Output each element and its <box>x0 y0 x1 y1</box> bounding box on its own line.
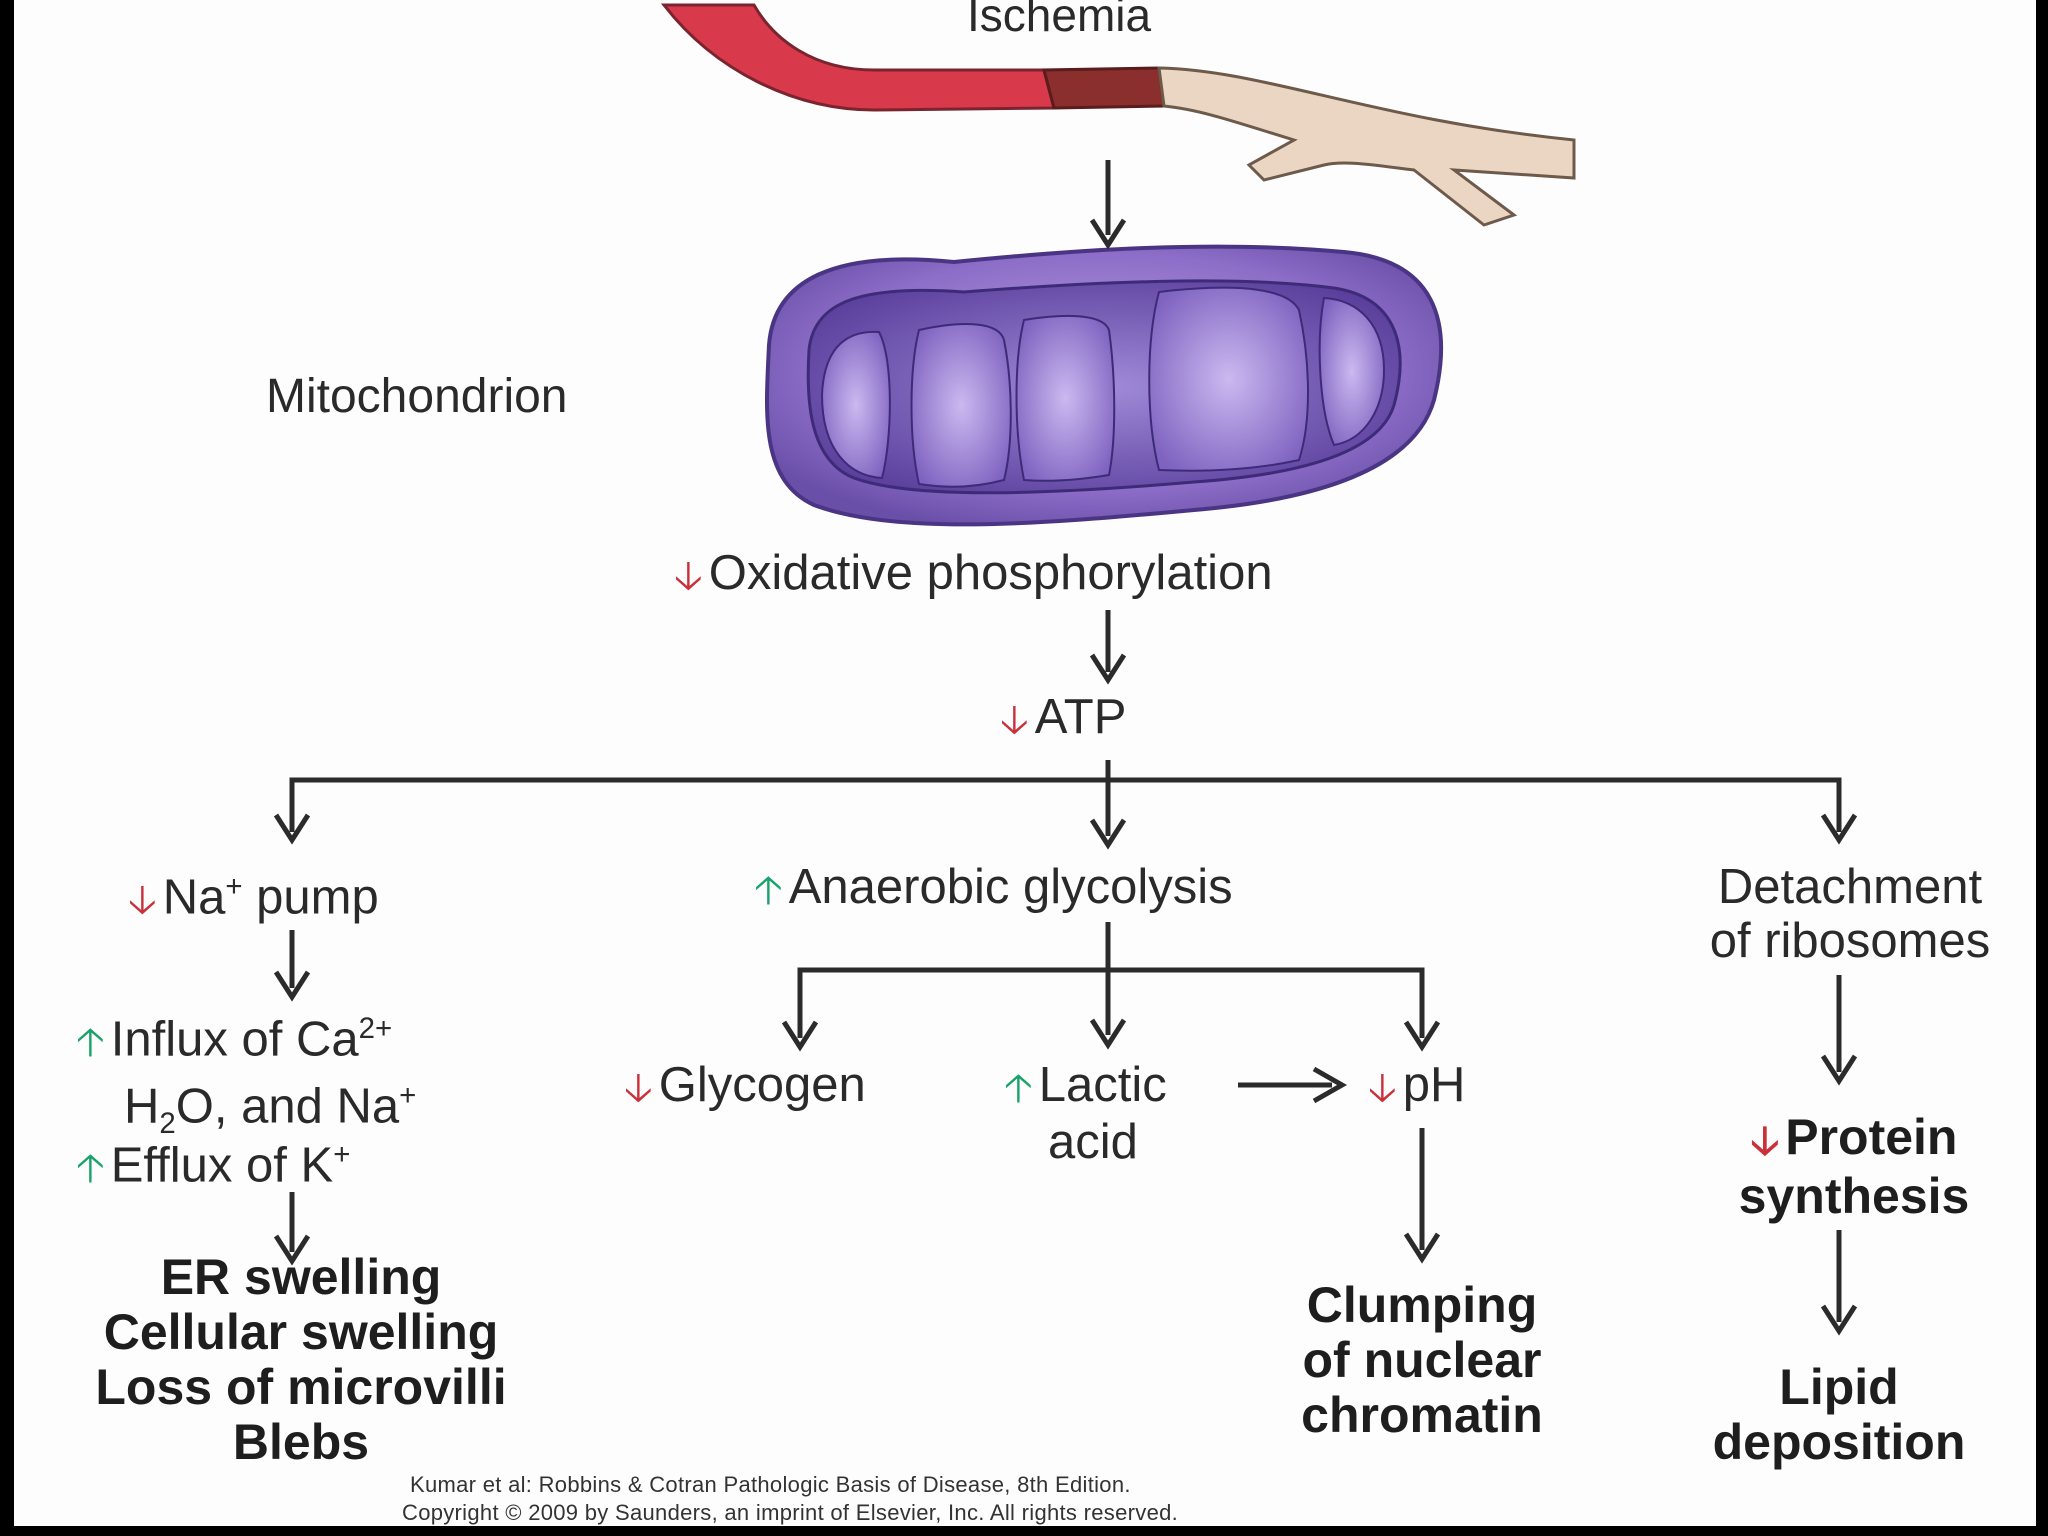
lactic-line-2: acid <box>1048 1115 1138 1169</box>
mitochondrion-illustration <box>764 244 1444 527</box>
influx-line-2-rest: O, and Na <box>175 1079 400 1134</box>
detachment-line-1: Detachment <box>1717 860 1983 914</box>
lactic-line-1: Lactic <box>1038 1058 1167 1112</box>
branch-bar-anaerobic <box>797 967 1425 1038</box>
chromatin-line-2: of nuclear <box>1302 1332 1542 1388</box>
atp-label: 🡣ATP <box>1000 690 1126 747</box>
diagram-artwork <box>660 3 1576 527</box>
outcome-cellular-swelling: Cellular swelling <box>103 1304 499 1360</box>
branch-bar-atp <box>289 777 1842 832</box>
lipid-line-2: deposition <box>1712 1414 1966 1470</box>
down-arrow-icon: 🡣 <box>1750 1119 1780 1163</box>
up-arrow-icon: 🡡 <box>76 1146 105 1191</box>
na-pump-label: 🡣Na+ pump <box>128 860 379 927</box>
mitochondrion-label: Mitochondrion <box>266 370 568 423</box>
na-pump-prefix: Na <box>162 870 226 925</box>
er-swelling-outcomes: ER swelling Cellular swelling Loss of mi… <box>16 1250 586 1470</box>
outcome-er-swelling: ER swelling <box>160 1249 442 1305</box>
up-arrow-icon: 🡡 <box>1004 1066 1033 1110</box>
chromatin-line-3: chromatin <box>1301 1387 1543 1443</box>
ischemia-title: Ischemia <box>967 0 1152 41</box>
glycogen-label: 🡣Glycogen <box>624 1058 866 1115</box>
diagram-canvas: Ischemia Mitochondrion 🡣Oxidative phosph… <box>14 0 2036 1526</box>
influx-line-1-sup: 2+ <box>358 1012 393 1045</box>
ph-label: 🡣pH <box>1368 1058 1465 1115</box>
detachment-ribosomes-label: Detachment of ribosomes <box>1660 860 2036 968</box>
chromatin-line-1: Clumping <box>1306 1277 1538 1333</box>
blood-vessel-illustration <box>660 3 1576 227</box>
efflux-text: Efflux of K <box>110 1138 334 1193</box>
influx-line-1: Influx of Ca <box>110 1012 359 1067</box>
influx-line-2-sub: 2 <box>159 1107 176 1141</box>
oxidative-text: Oxidative phosphorylation <box>708 546 1273 600</box>
na-pump-suffix: pump <box>242 870 379 925</box>
atp-text: ATP <box>1034 690 1127 744</box>
efflux-sup: + <box>333 1138 351 1171</box>
protein-synthesis-label: 🡣Protein synthesis <box>1674 1110 2034 1224</box>
influx-line-2-sup: + <box>399 1079 417 1113</box>
oxidative-phosphorylation-label: 🡣Oxidative phosphorylation <box>674 546 1273 603</box>
down-arrow-icon: 🡣 <box>128 878 157 923</box>
down-arrow-icon: 🡣 <box>674 554 703 598</box>
protein-line-1: Protein <box>1785 1109 1958 1165</box>
detachment-line-2: of ribosomes <box>1709 914 1991 968</box>
down-arrow-icon: 🡣 <box>624 1066 653 1110</box>
lipid-line-1: Lipid <box>1779 1359 1899 1415</box>
citation-line-2: Copyright © 2009 by Saunders, an imprint… <box>402 1500 1179 1525</box>
up-arrow-icon: 🡡 <box>754 868 783 912</box>
citation-line-1: Kumar et al: Robbins & Cotran Pathologic… <box>410 1472 1131 1497</box>
influx-line-2-h: H <box>124 1079 160 1134</box>
lactic-acid-label: 🡡Lactic acid <box>1004 1058 1167 1169</box>
flow-connectors <box>273 160 1858 1336</box>
anaerobic-glycolysis-label: 🡡Anaerobic glycolysis <box>754 860 1233 917</box>
na-pump-sup: + <box>225 870 243 903</box>
chromatin-clumping-label: Clumping of nuclear chromatin <box>1242 1278 1602 1443</box>
influx-label: 🡡Influx of Ca2+ H2O, and Na+ <box>76 1002 416 1151</box>
anaerobic-text: Anaerobic glycolysis <box>788 860 1233 914</box>
ph-text: pH <box>1402 1058 1466 1112</box>
efflux-label: 🡡Efflux of K+ <box>76 1128 350 1195</box>
down-arrow-icon: 🡣 <box>1368 1066 1397 1110</box>
outcome-loss-of-microvilli: Loss of microvilli <box>95 1359 507 1415</box>
protein-line-2: synthesis <box>1738 1168 1970 1224</box>
outcome-blebs: Blebs <box>232 1414 370 1470</box>
lipid-deposition-label: Lipid deposition <box>1659 1360 2019 1470</box>
arrowhead <box>1089 218 1127 250</box>
up-arrow-icon: 🡡 <box>76 1020 105 1065</box>
glycogen-text: Glycogen <box>658 1058 866 1112</box>
down-arrow-icon: 🡣 <box>1000 698 1029 742</box>
